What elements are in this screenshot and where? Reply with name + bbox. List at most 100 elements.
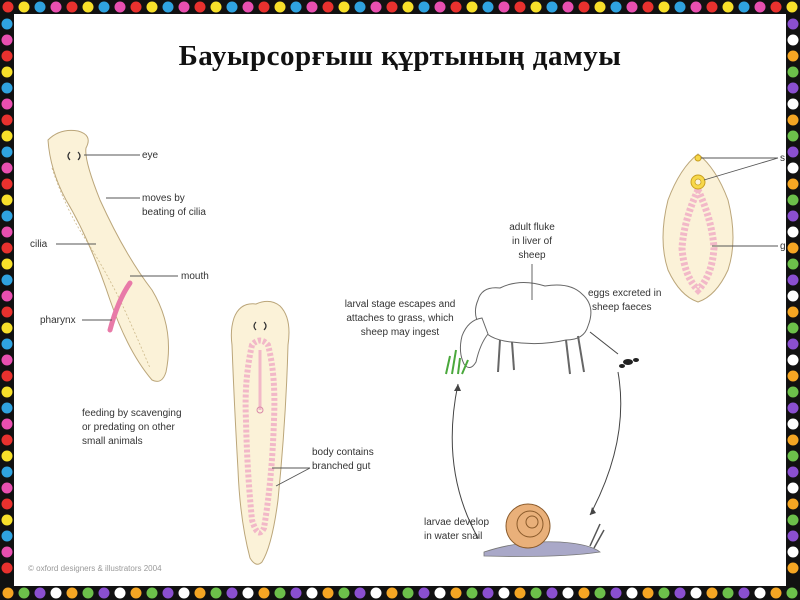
border-bead	[2, 147, 13, 158]
border-bead	[403, 588, 414, 599]
border-bead	[2, 131, 13, 142]
border-bead	[2, 19, 13, 30]
arrow-snail-to-grass	[452, 384, 478, 538]
border-bead	[371, 2, 382, 13]
border-bead	[788, 467, 799, 478]
sheep-head	[460, 318, 488, 368]
border-bead	[2, 515, 13, 526]
border-bead	[2, 547, 13, 558]
snail-tentacle-1	[590, 524, 600, 546]
border-bead	[788, 339, 799, 350]
fluke-label-top: s	[780, 153, 785, 164]
border-bead	[771, 2, 782, 13]
border-bead	[788, 131, 799, 142]
border-bead	[179, 588, 190, 599]
border-bead	[51, 2, 62, 13]
flatworm-diagram: eye moves by beating of cilia cilia mout…	[14, 14, 786, 586]
border-bead	[755, 588, 766, 599]
border-bead	[788, 307, 799, 318]
snail-label-1: larvae develop	[424, 517, 489, 528]
sheep-body	[475, 282, 590, 343]
mouth-label: mouth	[181, 271, 209, 282]
border-bead	[51, 588, 62, 599]
border-bead	[2, 419, 13, 430]
border-bead	[275, 588, 286, 599]
slide-canvas: Бауырсорғыш құртының дамуы eye moves by …	[14, 14, 786, 586]
border-bead	[643, 588, 654, 599]
border-bead	[243, 2, 254, 13]
border-bead	[2, 195, 13, 206]
border-bead	[371, 588, 382, 599]
border-bead	[387, 2, 398, 13]
border-bead	[115, 2, 126, 13]
border-bead	[515, 588, 526, 599]
border-bead	[2, 451, 13, 462]
border-bead	[163, 588, 174, 599]
border-bead	[499, 588, 510, 599]
border-bead	[675, 588, 686, 599]
border-bead	[19, 588, 30, 599]
border-bead	[788, 275, 799, 286]
border-bead	[788, 291, 799, 302]
border-bead	[2, 83, 13, 94]
border-bead	[419, 588, 430, 599]
border-bead	[531, 2, 542, 13]
border-bead	[2, 67, 13, 78]
water-snail-illustration	[484, 504, 604, 557]
arrowhead-grass	[454, 384, 461, 391]
border-bead	[2, 99, 13, 110]
border-bead	[147, 588, 158, 599]
border-bead	[515, 2, 526, 13]
border-bead	[435, 2, 446, 13]
border-bead	[291, 588, 302, 599]
fluke-label-mid: g	[780, 241, 786, 252]
fluke-oral-sucker	[695, 155, 701, 161]
adult-fluke-label-3: sheep	[518, 250, 546, 261]
border-bead	[115, 588, 126, 599]
border-bead	[163, 2, 174, 13]
fluke-sucker-leader-2	[704, 158, 778, 180]
border-bead	[755, 2, 766, 13]
border-bead	[2, 435, 13, 446]
border-bead	[788, 147, 799, 158]
cilia-label: cilia	[30, 239, 48, 250]
border-bead	[355, 588, 366, 599]
border-bead	[788, 227, 799, 238]
border-bead	[788, 99, 799, 110]
border-bead	[788, 195, 799, 206]
border-bead	[3, 2, 14, 13]
feeding-label-2: or predating on other	[82, 422, 176, 433]
border-bead	[227, 588, 238, 599]
branched-gut-worm: body contains branched gut	[231, 301, 373, 564]
border-bead	[227, 2, 238, 13]
border-bead	[627, 2, 638, 13]
border-bead	[499, 2, 510, 13]
border-bead	[723, 588, 734, 599]
border-bead	[547, 2, 558, 13]
feeding-label-1: feeding by scavenging	[82, 408, 182, 419]
border-bead	[195, 588, 206, 599]
fluke-life-cycle: adult fluke in liver of sheep larval sta…	[345, 222, 662, 557]
border-bead	[243, 588, 254, 599]
border-bead	[2, 179, 13, 190]
border-bead	[2, 275, 13, 286]
arrow-sheep-to-faeces	[590, 332, 618, 354]
pharynx-label: pharynx	[40, 315, 76, 326]
border-bead	[259, 588, 270, 599]
border-bead	[547, 588, 558, 599]
border-bead	[595, 2, 606, 13]
border-bead	[788, 531, 799, 542]
border-bead	[35, 588, 46, 599]
border-bead	[788, 547, 799, 558]
border-bead	[579, 588, 590, 599]
border-bead	[788, 51, 799, 62]
border-bead	[2, 355, 13, 366]
border-bead	[788, 83, 799, 94]
border-bead	[2, 499, 13, 510]
border-bead	[2, 291, 13, 302]
border-bead	[675, 2, 686, 13]
planarian-figure: eye moves by beating of cilia cilia mout…	[30, 130, 209, 447]
border-bead	[83, 2, 94, 13]
border-bead	[739, 2, 750, 13]
border-bead	[339, 2, 350, 13]
